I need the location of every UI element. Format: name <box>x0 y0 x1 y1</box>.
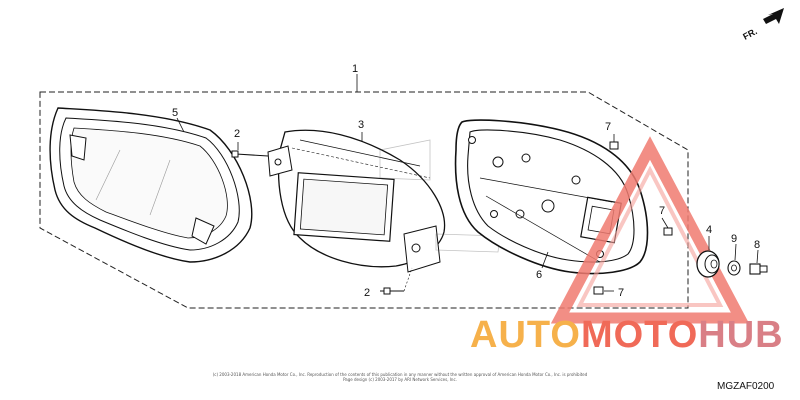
leader-lines <box>176 74 759 269</box>
screw-part-2-upper[interactable] <box>231 142 269 158</box>
callout-7-top: 7 <box>605 121 611 133</box>
watermark-logo: AUTOMOTOHUB <box>470 314 784 357</box>
callout-5: 5 <box>172 107 178 119</box>
callout-2-lower: 2 <box>364 287 370 299</box>
copyright-line-2: Page design (c) 2003-2017 by ARI Network… <box>343 377 457 382</box>
watermark-part-hub: HUB <box>698 314 784 356</box>
copyright-notice: (c) 2003-2018 American Honda Motor Co., … <box>200 372 600 382</box>
callout-8: 8 <box>754 239 760 251</box>
meter-case-part[interactable] <box>454 119 649 275</box>
collar-part[interactable] <box>727 260 741 276</box>
bolt-part[interactable] <box>749 263 768 275</box>
copyright-line-1: (c) 2003-2018 American Honda Motor Co., … <box>212 372 588 377</box>
honda-logo-mark <box>379 139 501 253</box>
meter-cover-part[interactable] <box>49 107 253 263</box>
assembly-boundary <box>39 91 689 309</box>
front-direction-arrow <box>763 8 784 24</box>
callout-9: 9 <box>731 233 737 245</box>
callout-3: 3 <box>358 119 364 131</box>
screw-part-7-bottom[interactable] <box>593 286 614 295</box>
callout-2-upper: 2 <box>234 128 240 140</box>
diagram-code: MGZAF0200 <box>717 381 775 392</box>
callout-7-bottom: 7 <box>618 287 624 299</box>
watermark-part-auto: AUTO <box>470 314 581 356</box>
meter-unit-part[interactable] <box>267 129 446 273</box>
callout-7-right: 7 <box>659 205 665 217</box>
watermark-triangle <box>550 136 750 324</box>
screw-part-7-right[interactable] <box>661 217 673 236</box>
callout-4: 4 <box>706 224 712 236</box>
callout-1: 1 <box>352 63 358 75</box>
screw-part-7-top[interactable] <box>609 134 619 150</box>
grommet-part[interactable] <box>696 250 720 278</box>
watermark-part-moto: MOTO <box>580 314 699 356</box>
screw-part-2-lower[interactable] <box>380 267 413 295</box>
callout-6: 6 <box>536 269 542 281</box>
front-direction-label: FR. <box>741 26 758 42</box>
